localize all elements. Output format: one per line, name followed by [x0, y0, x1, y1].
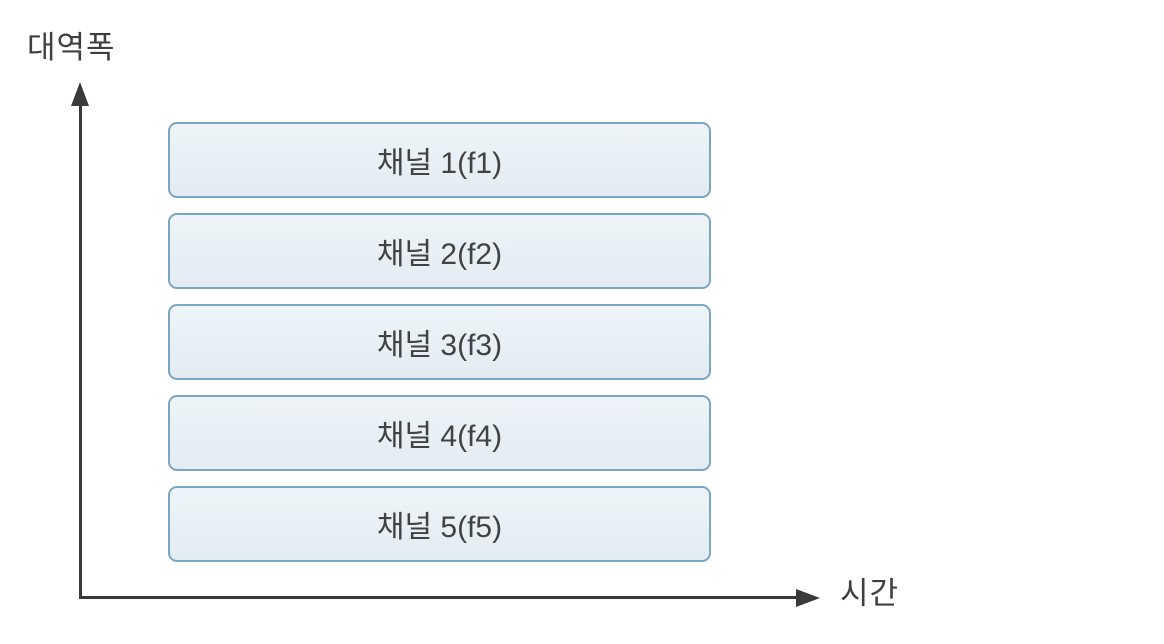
right-arrow-icon [796, 588, 820, 607]
x-axis-line [79, 596, 798, 599]
x-axis-label: 시간 [840, 576, 900, 611]
y-axis-line [79, 96, 82, 598]
channel-box-4: 채널 4(f4) [168, 395, 711, 471]
channel-box-1: 채널 1(f1) [168, 122, 711, 198]
channel-box-5: 채널 5(f5) [168, 486, 711, 562]
channel-stack: 채널 1(f1) 채널 2(f2) 채널 3(f3) 채널 4(f4) 채널 5… [168, 122, 711, 562]
y-axis-label: 대역폭 [27, 30, 116, 65]
channel-box-2: 채널 2(f2) [168, 213, 711, 289]
channel-box-3: 채널 3(f3) [168, 304, 711, 380]
up-arrow-icon [71, 82, 89, 106]
